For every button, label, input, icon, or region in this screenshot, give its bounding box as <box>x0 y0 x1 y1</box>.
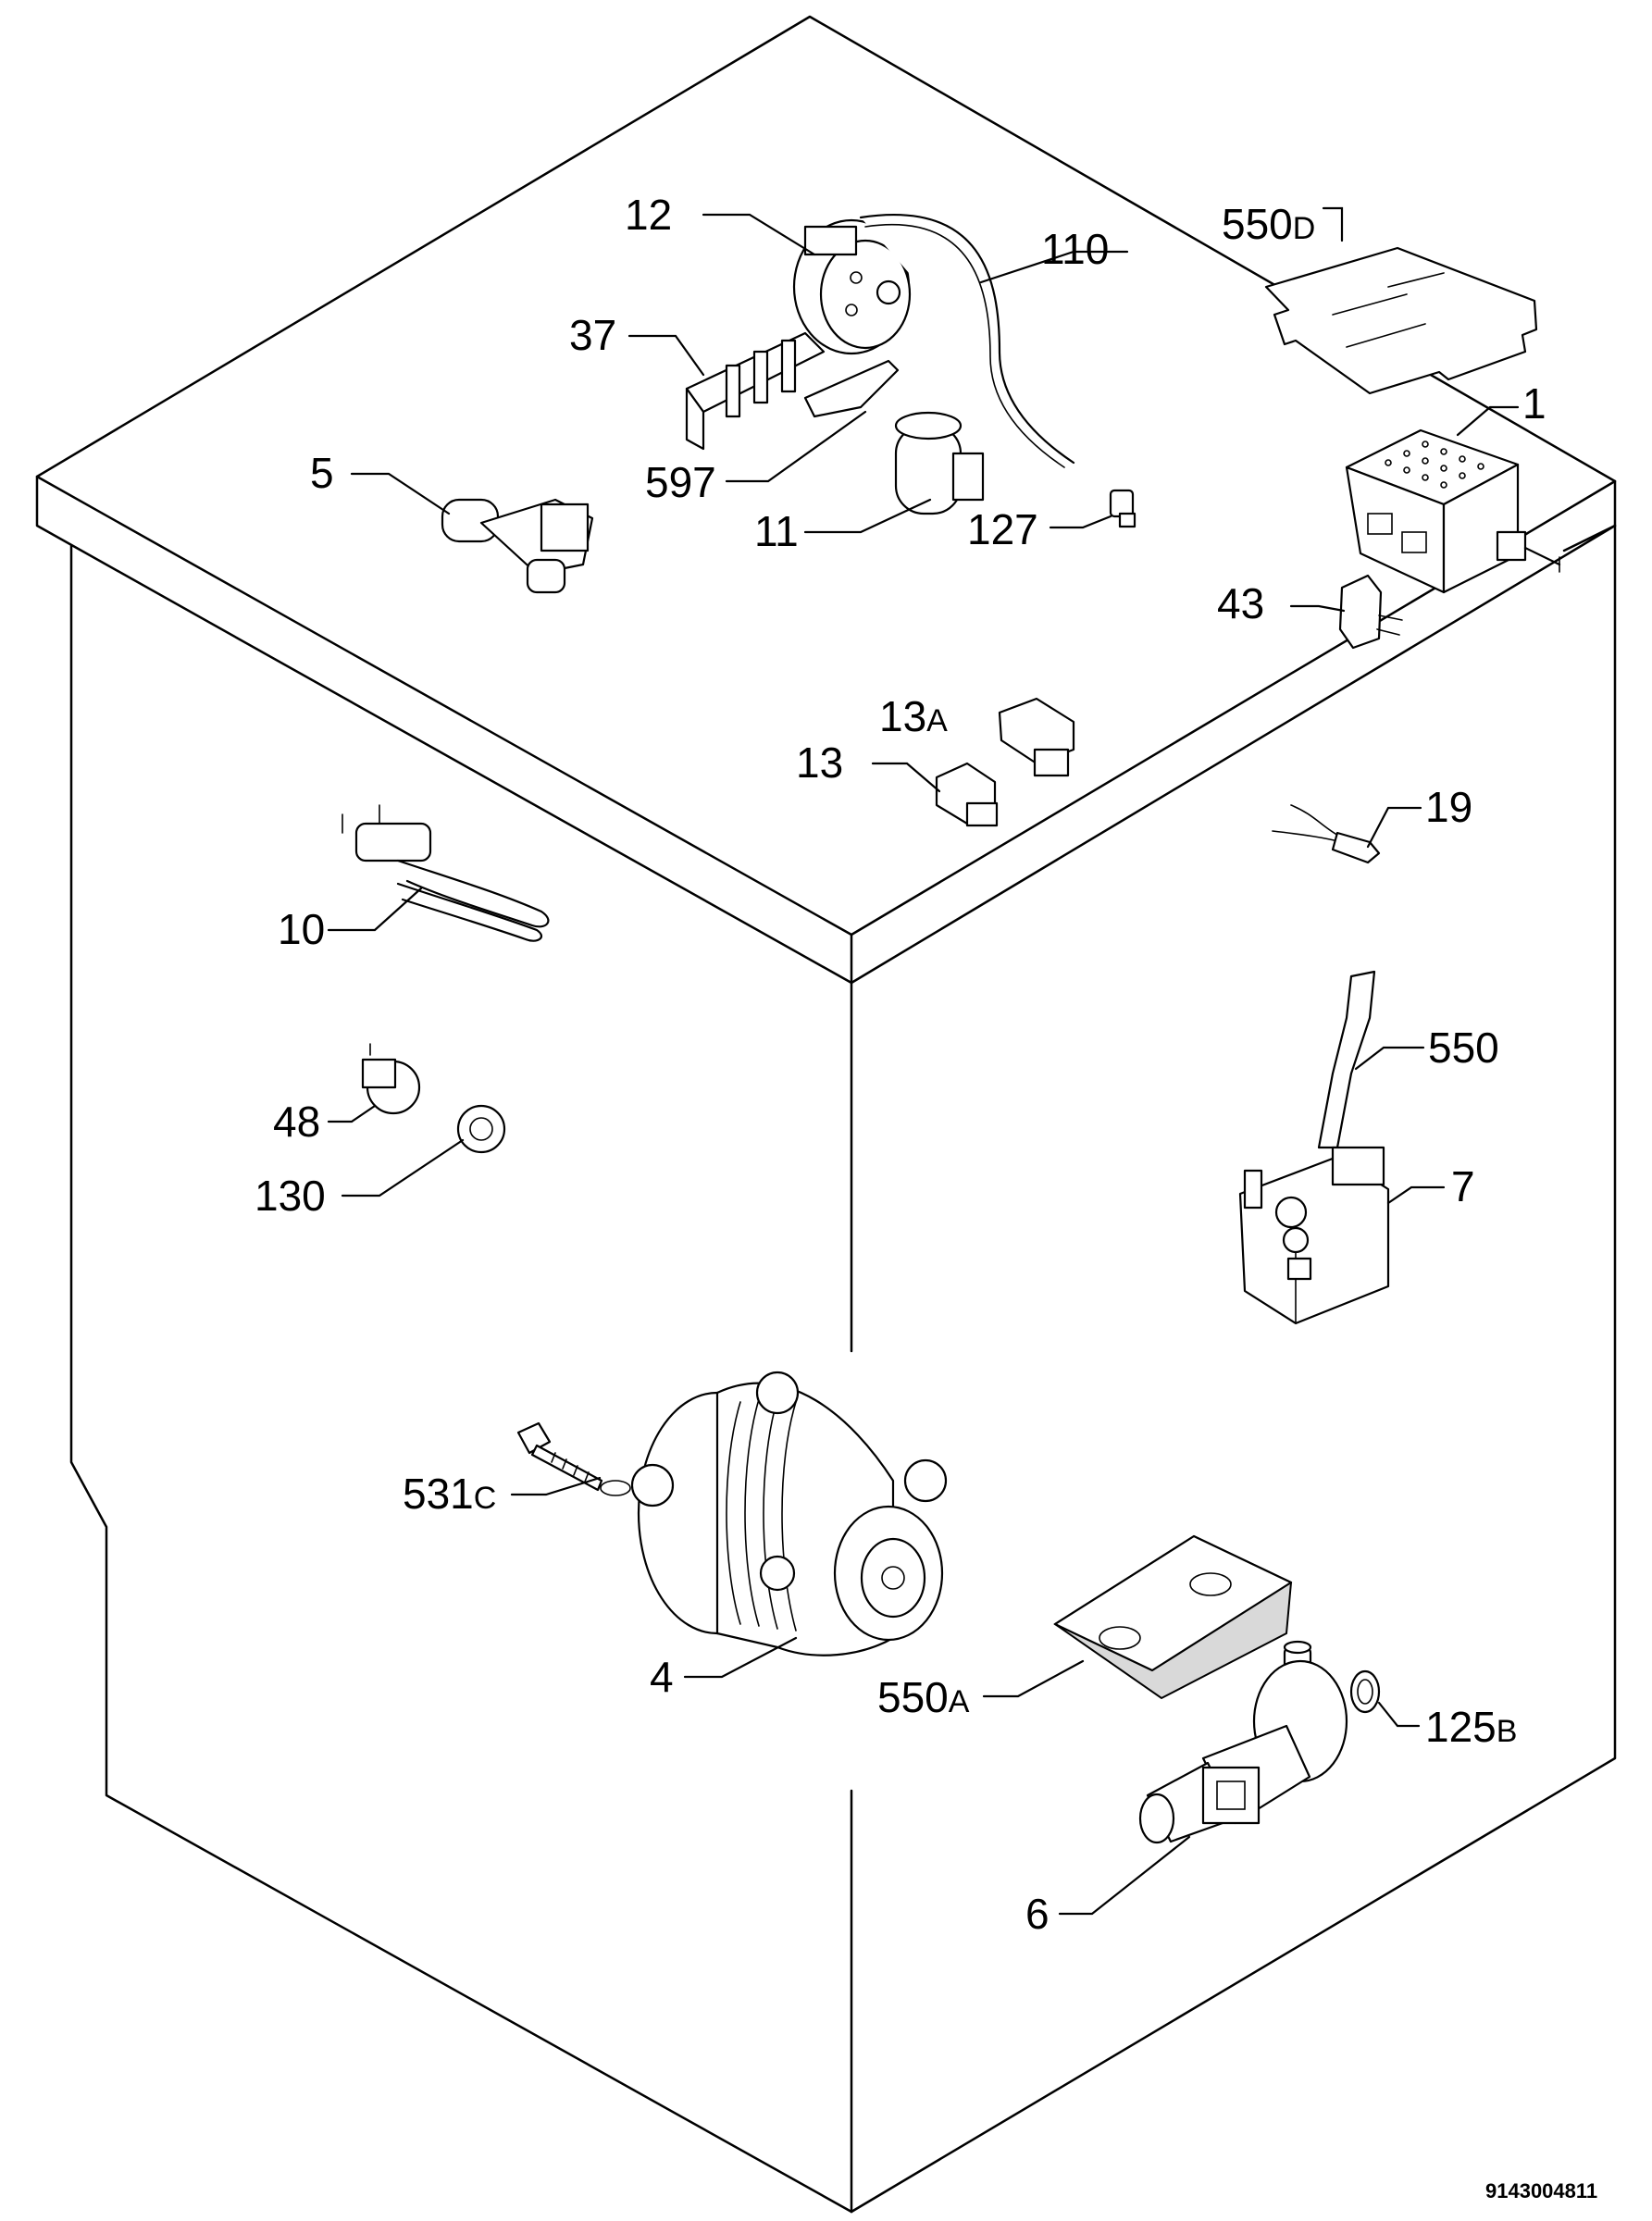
part-550a-cover <box>1053 1534 1293 1700</box>
label-13: 13 <box>796 738 843 787</box>
label-13a: 13A <box>879 692 948 740</box>
part-43-switch <box>1338 574 1403 650</box>
part-7-door-lock <box>1238 1146 1390 1325</box>
cabinet-outline <box>35 15 1617 2214</box>
part-127-connector <box>1109 489 1137 528</box>
part-1-timer <box>1345 428 1561 594</box>
label-550a: 550A <box>877 1673 970 1721</box>
part-4-motor <box>630 1371 948 1656</box>
label-7: 7 <box>1451 1162 1475 1210</box>
label-12: 12 <box>625 191 672 239</box>
label-597: 597 <box>645 458 716 506</box>
label-19: 19 <box>1425 783 1472 831</box>
part-48-thermostat <box>361 1043 421 1115</box>
part-10-heater <box>342 804 550 942</box>
label-4: 4 <box>650 1653 674 1701</box>
label-6: 6 <box>1025 1890 1050 1938</box>
label-125b: 125B <box>1425 1703 1517 1751</box>
label-127: 127 <box>967 505 1038 553</box>
part-531c-screw <box>516 1421 631 1496</box>
label-43: 43 <box>1217 579 1264 627</box>
label-37: 37 <box>569 311 616 359</box>
part-labels: 12 110 550D 1 37 597 5 11 127 43 13A 13 … <box>255 191 1546 1938</box>
part-37-bracket <box>685 331 900 451</box>
label-1: 1 <box>1522 379 1546 428</box>
label-5: 5 <box>310 449 334 497</box>
label-110: 110 <box>1041 225 1109 273</box>
label-550: 550 <box>1428 1024 1499 1072</box>
label-550d: 550D <box>1222 200 1315 248</box>
label-10: 10 <box>278 905 325 953</box>
label-130: 130 <box>255 1172 326 1220</box>
part-13a-connector-block <box>998 697 1075 777</box>
part-550-lever <box>1317 970 1376 1149</box>
part-13-connector-block <box>935 762 999 827</box>
part-12-pressure-switch <box>792 213 1075 468</box>
part-19-sensor <box>1272 804 1381 864</box>
part-6-drain-pump <box>1138 1640 1348 1844</box>
part-130-bush <box>456 1104 506 1154</box>
part-11-capacitor <box>894 411 985 515</box>
document-id: 9143004811 <box>1485 2179 1597 2202</box>
label-11: 11 <box>754 507 799 555</box>
label-531c: 531C <box>403 1470 496 1518</box>
part-5-inlet-valve <box>441 498 594 594</box>
leader-lines <box>327 206 1520 1916</box>
part-125b-seal <box>1349 1669 1381 1714</box>
label-48: 48 <box>273 1098 320 1146</box>
part-550d-cover-plate <box>1264 246 1538 395</box>
